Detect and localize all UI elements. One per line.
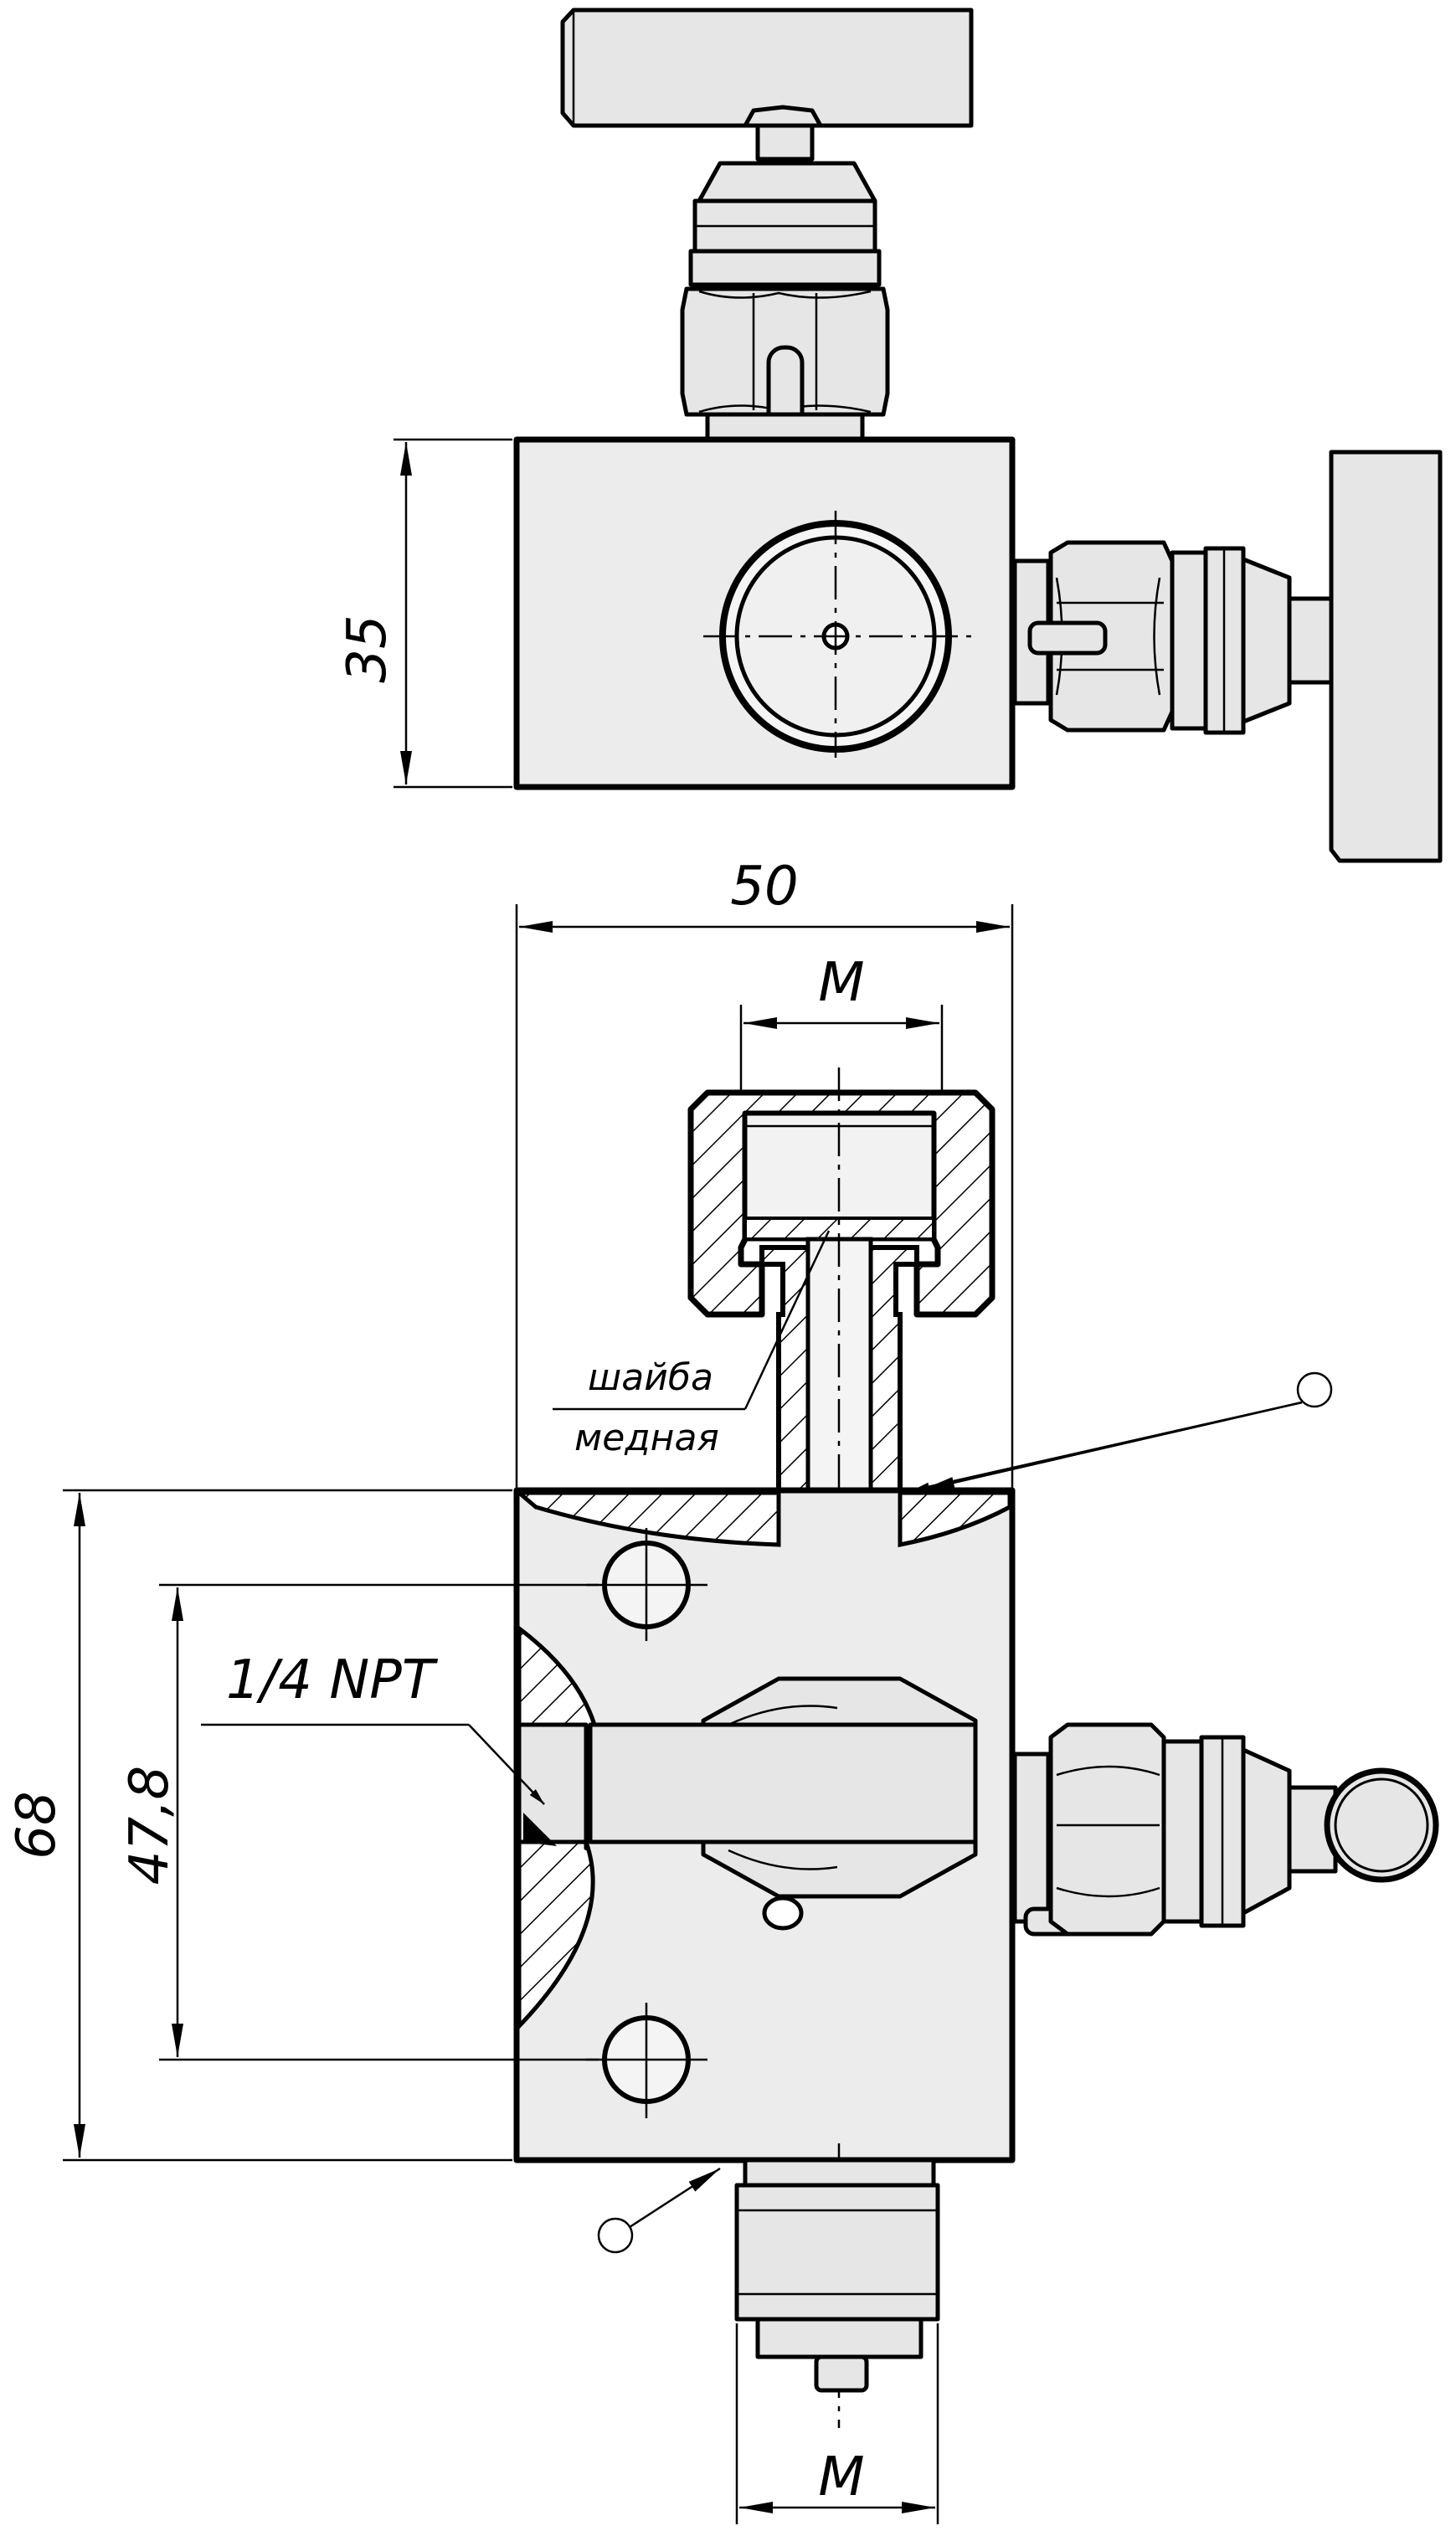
- top-valve-bonnet: [680, 161, 890, 446]
- center-stem-bar: [588, 1722, 978, 1844]
- dim-hole-spacing: 47,8: [119, 1583, 599, 2061]
- mounting-hole-lower: [586, 2003, 707, 2118]
- dim-label-47-8: 47,8: [119, 1766, 181, 1885]
- top-fitting-section: [687, 1067, 996, 1557]
- mounting-hole-upper: [586, 1528, 707, 1641]
- front-view: 50 M шайба медная: [6, 856, 1439, 2524]
- dim-label-50: 50: [730, 856, 798, 918]
- right-valve-top-view: [1012, 450, 1443, 863]
- dim-height-35: 35: [337, 438, 512, 789]
- dim-height-68: 68: [6, 1489, 512, 2162]
- dim-thread-bottom: M: [735, 2323, 939, 2524]
- washer-note: шайба медная: [553, 1230, 831, 1459]
- npt-note: 1/4 NPT: [201, 1649, 545, 1805]
- dim-label-m-top: M: [818, 952, 864, 1014]
- washer-label-line2: медная: [574, 1417, 719, 1459]
- top-view-port: [703, 511, 971, 758]
- dim-label-35: 35: [337, 615, 399, 682]
- top-valve-handle: [560, 8, 974, 162]
- top-view: 35: [337, 8, 1443, 863]
- right-valve-front: [912, 1371, 1439, 1937]
- dim-width-50: 50: [515, 856, 1014, 1490]
- washer-label-line1: шайба: [588, 1356, 713, 1399]
- dim-thread-top: M: [739, 952, 944, 1097]
- front-view-body: [513, 1487, 1016, 2428]
- bottom-fitting: [597, 2158, 940, 2393]
- npt-label: 1/4 NPT: [226, 1649, 439, 1711]
- dim-label-68: 68: [6, 1791, 68, 1859]
- dim-label-m-bottom: M: [818, 2446, 864, 2508]
